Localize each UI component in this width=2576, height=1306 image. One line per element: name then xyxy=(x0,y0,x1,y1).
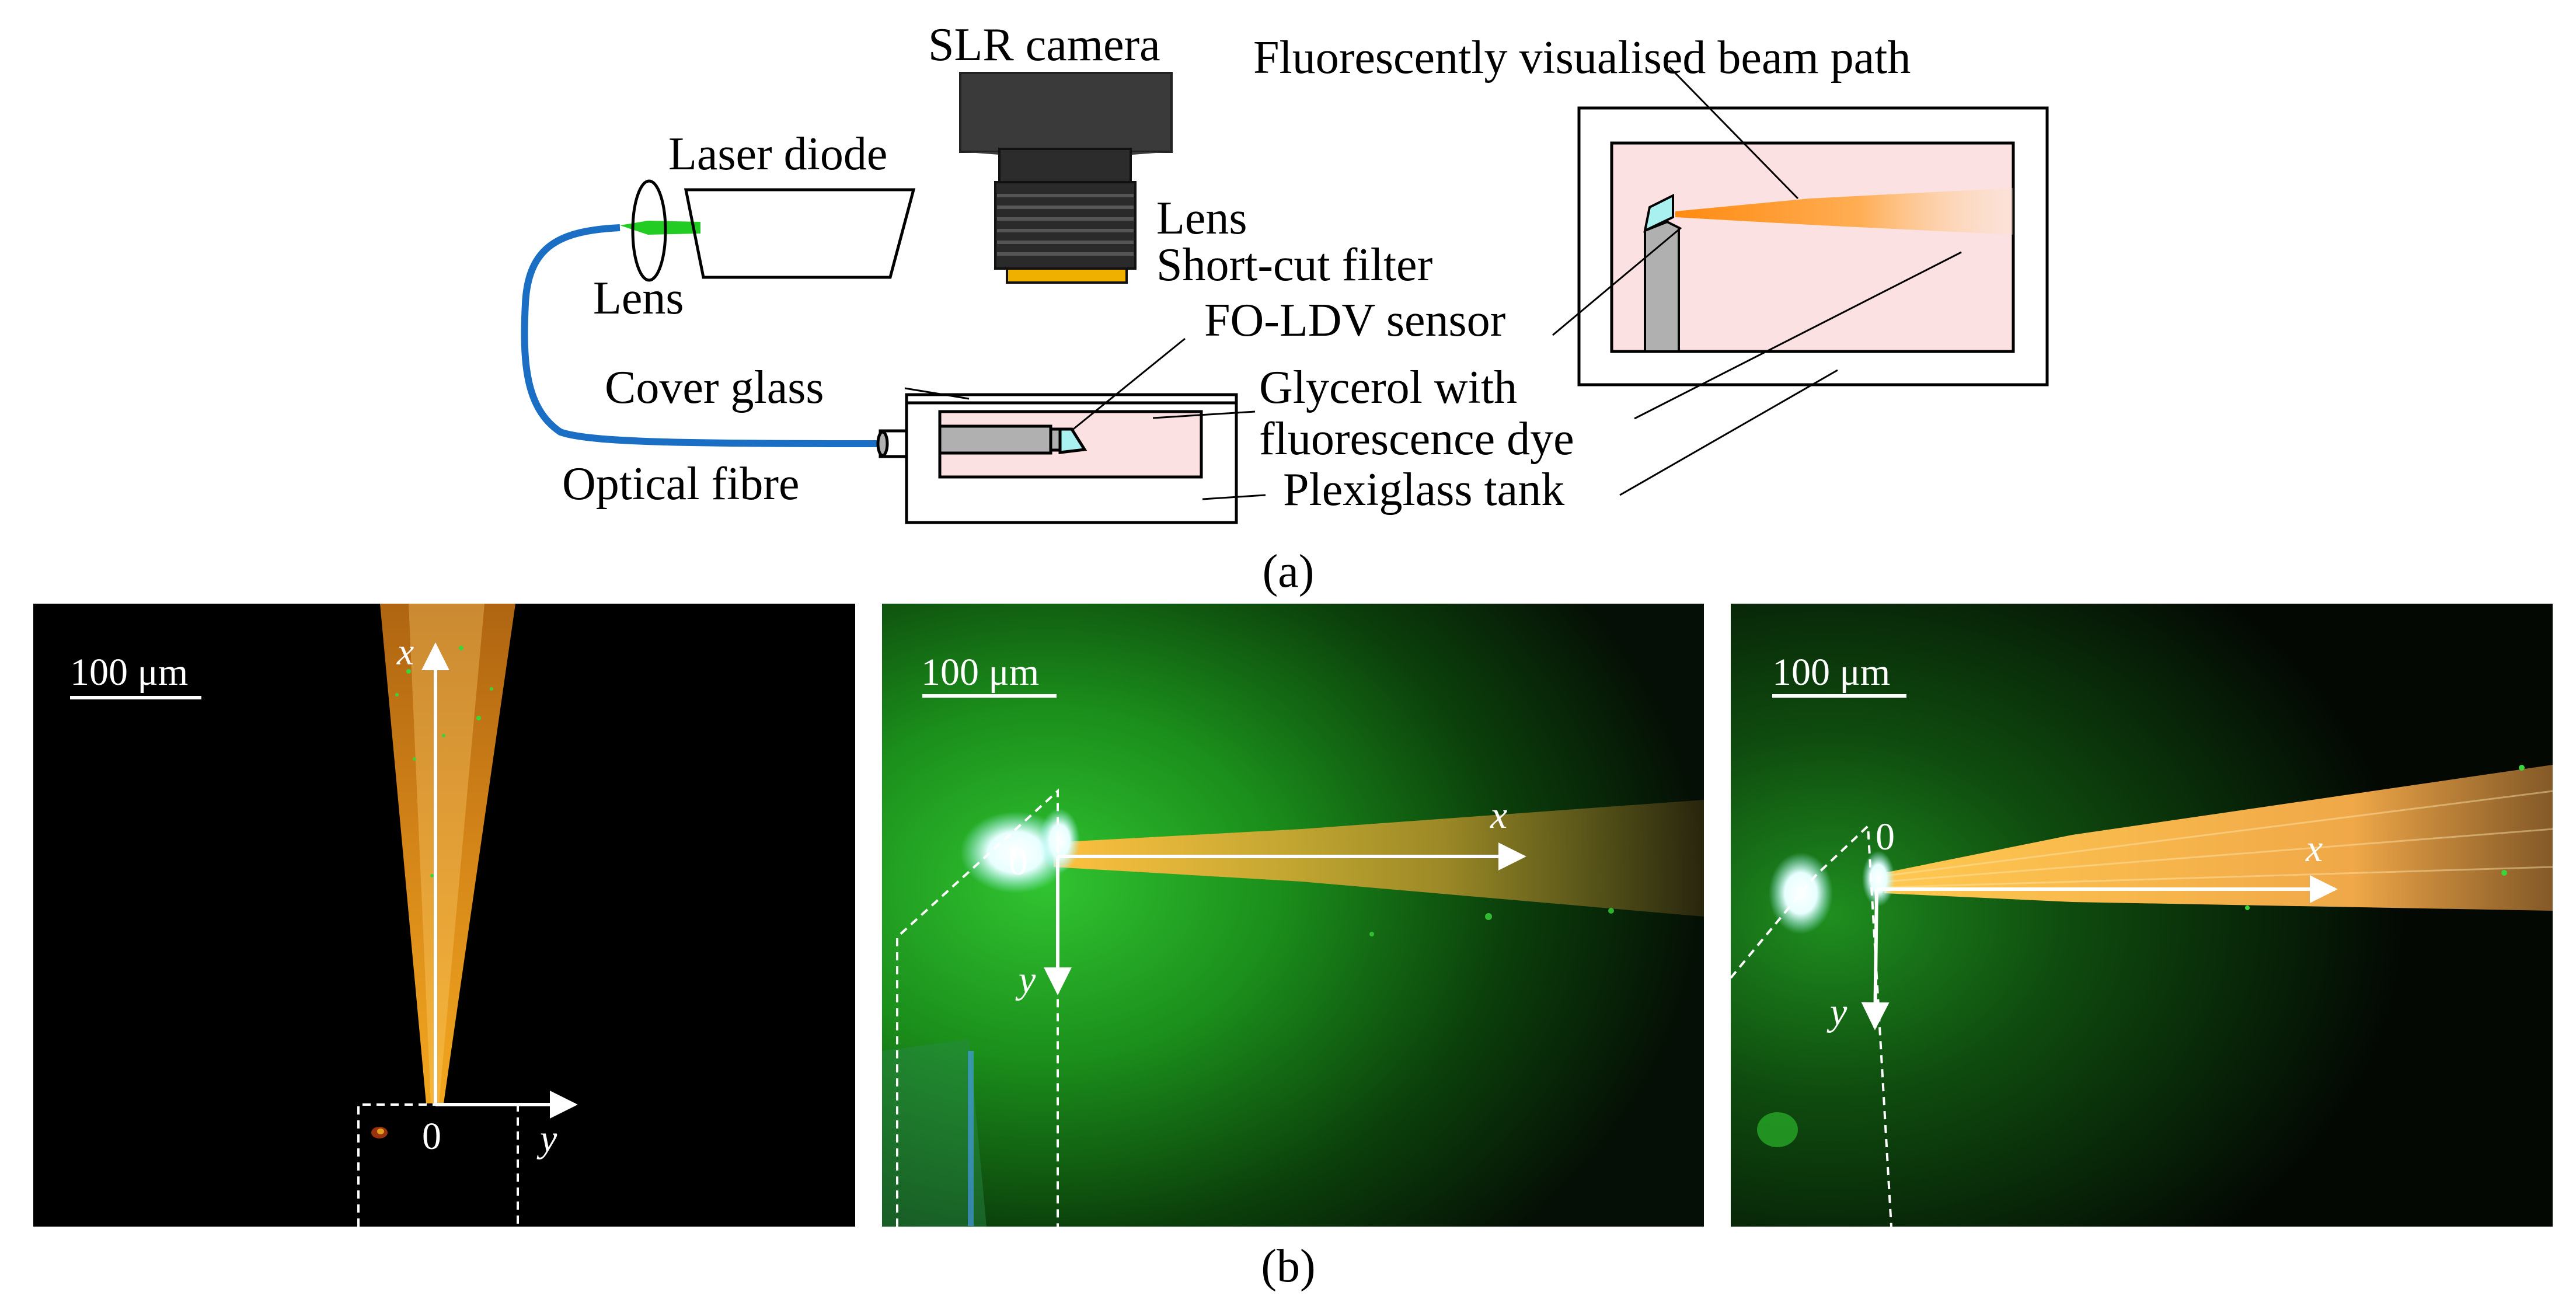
origin-label: 0 xyxy=(1876,816,1895,858)
cover-glass xyxy=(905,393,1238,405)
leader-tank xyxy=(1202,494,1266,500)
lens-left-label: Lens xyxy=(593,273,684,324)
laser-beam xyxy=(620,221,700,235)
leader-glycerol xyxy=(1152,410,1256,419)
lens-camera-label: Lens xyxy=(1156,193,1247,244)
x-axis-label: x xyxy=(1490,794,1507,837)
origin-label: 0 xyxy=(422,1115,441,1158)
y-axis-label: y xyxy=(1826,991,1848,1033)
laser-diode-label: Laser diode xyxy=(668,128,887,180)
filter-label: Short-cut filter xyxy=(1156,239,1432,291)
setup-labels: SLR camera Laser diode Lens Lens Short-c… xyxy=(562,19,1911,597)
fibre-label: Optical fibre xyxy=(562,458,799,510)
sensor-label: FO-LDV sensor xyxy=(1204,295,1505,346)
photo-panel-1: 100 μm x y 0 xyxy=(33,604,855,1227)
y-axis-label: y xyxy=(536,1117,557,1160)
origin-label: 0 xyxy=(1009,841,1028,883)
fo-ldv-probe xyxy=(938,424,1052,455)
caption-b: (b) xyxy=(1261,1241,1315,1292)
caption-a: (a) xyxy=(1263,546,1315,597)
scale-bar-label: 100 μm xyxy=(1772,651,1890,694)
glycerol-label-line1: Glycerol with xyxy=(1259,362,1517,413)
camera-label: SLR camera xyxy=(928,19,1160,71)
leader-dye xyxy=(1634,251,1962,420)
photo-panel-3: 100 μm x y 0 xyxy=(1730,604,2553,1227)
slr-camera-icon xyxy=(959,72,1173,284)
scale-bar-label: 100 μm xyxy=(70,651,188,694)
beam-vertical xyxy=(380,604,515,1103)
leader-sensor xyxy=(1552,227,1682,336)
leader-tank-inset xyxy=(1619,369,1838,496)
sensor-outline xyxy=(1730,823,1892,1227)
beam-path-visual xyxy=(1675,188,2013,235)
photo-panel-2: 100 μm x y 0 xyxy=(882,604,1704,1227)
sensor-outline xyxy=(357,1103,519,1227)
beam-tilted xyxy=(1884,765,2553,911)
laser-diode xyxy=(684,188,916,279)
setup-diagram xyxy=(521,66,2049,524)
x-axis-label: x xyxy=(2305,827,2323,870)
short-cut-filter xyxy=(1006,267,1128,284)
leader-beam-path xyxy=(1668,66,1799,200)
lens-icon xyxy=(631,179,667,282)
beam-path-label: Fluorescently visualised beam path xyxy=(1253,32,1911,83)
sensor-tip xyxy=(1058,427,1087,454)
leader-fo-ldv xyxy=(1071,337,1186,432)
glycerol-label-line2: fluorescence dye xyxy=(1259,413,1574,465)
leader-cover-glass xyxy=(904,387,970,400)
cover-glass-label: Cover glass xyxy=(605,362,824,413)
y-axis-label: y xyxy=(1015,959,1036,1001)
tank-label: Plexiglass tank xyxy=(1283,464,1564,516)
sensor-outline xyxy=(896,788,1059,1227)
scale-bar-label: 100 μm xyxy=(921,651,1039,694)
x-axis-label: x xyxy=(396,631,414,673)
optical-fibre xyxy=(521,224,882,447)
